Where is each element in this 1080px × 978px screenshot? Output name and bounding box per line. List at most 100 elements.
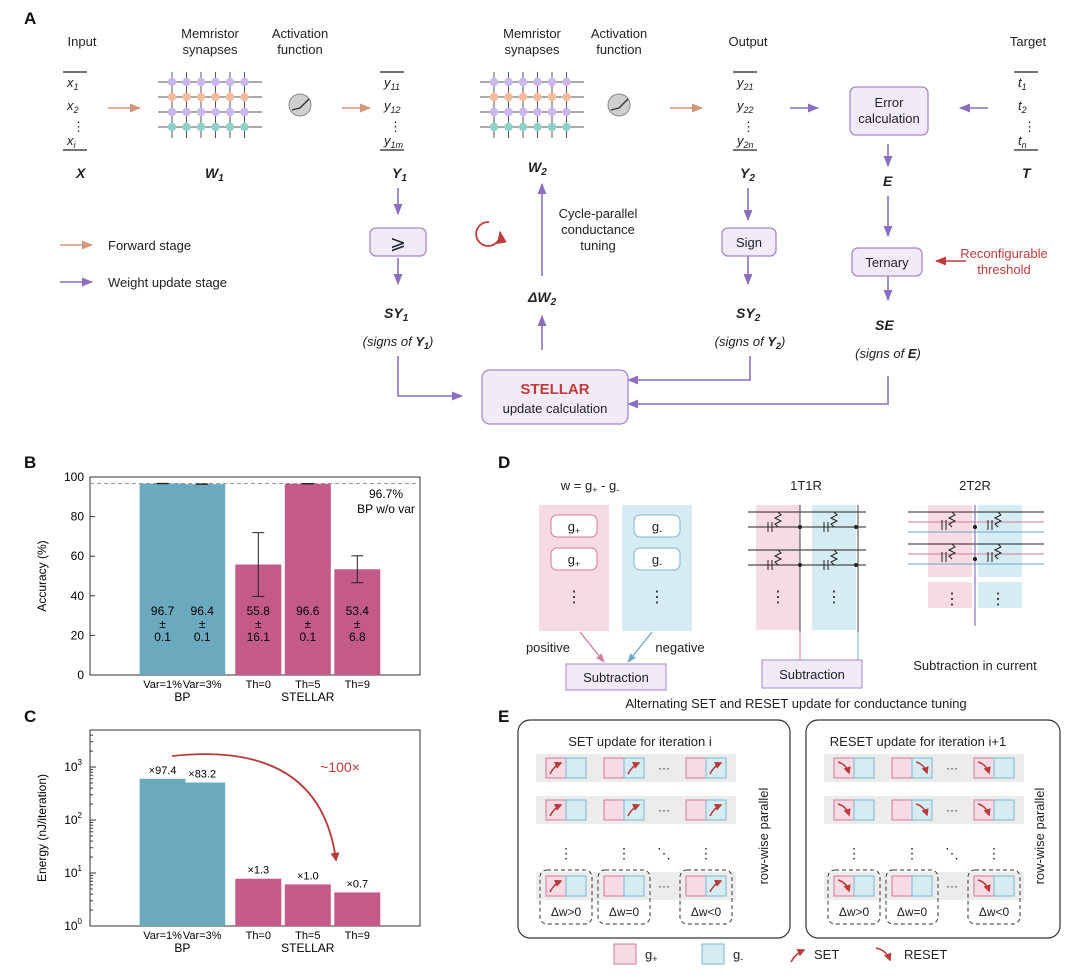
memristor-cell <box>518 107 528 117</box>
resistor-symbol <box>947 543 957 560</box>
memristor-cell <box>167 77 177 87</box>
bar-Var=3% <box>179 484 226 675</box>
y-tick-label: 0 <box>77 668 84 682</box>
reset-update-frame <box>805 719 1061 939</box>
set-arrow-icon <box>709 761 723 775</box>
gm-cell <box>853 799 875 821</box>
activation-1-header-line1: Activation <box>272 26 328 41</box>
reconfigurable-line2: threshold <box>977 262 1030 277</box>
legend-reset-icon <box>875 947 892 962</box>
target-vector-ellipsis: ⋮ <box>1023 119 1036 134</box>
bar-multiplier-label: ×1.3 <box>247 865 269 877</box>
output-vector-ellipsis: ⋮ <box>742 119 755 134</box>
hidden-vector-element: y1m <box>383 133 404 150</box>
dw-group-frame <box>679 869 733 925</box>
sign-box <box>721 227 777 257</box>
positive-column-bg <box>756 505 800 630</box>
reduction-annotation: ~100× <box>320 759 360 775</box>
bar-value-label: ± <box>199 617 206 631</box>
column-ellipsis: ⋮ <box>770 589 786 606</box>
cycle-icon <box>475 221 507 247</box>
hidden-vector-element: y12 <box>383 98 401 115</box>
se-to-stellar-arrow <box>626 376 889 409</box>
bar-Var=1% <box>139 778 186 926</box>
dw2-label: ΔW2 <box>527 289 557 308</box>
horizontal-ellipsis: ··· <box>946 761 958 775</box>
positive-arrow <box>579 631 605 663</box>
synapses-1-header-line2: synapses <box>183 42 238 57</box>
error-calculation-box <box>849 86 929 136</box>
stellar-box <box>481 369 629 425</box>
memristor-cell <box>182 122 191 132</box>
x-category-label: Th=5 <box>295 930 320 942</box>
synapses-2-header-line1: Memristor <box>503 26 561 41</box>
gm-cell <box>565 799 587 821</box>
junction-dot <box>798 563 802 567</box>
y-tick-label: 20 <box>71 628 85 642</box>
hidden-vector-ellipsis: ⋮ <box>389 119 402 134</box>
sy2-description: (signs of Y2) <box>715 334 786 351</box>
panel-e-set-reset: Alternating SET and RESET update for con… <box>517 696 1061 965</box>
gp-cell <box>603 757 625 779</box>
input-header: Input <box>68 34 97 49</box>
legend-gp-swatch <box>613 943 637 965</box>
sign-box-label: Sign <box>736 235 762 250</box>
panel-a-network-diagram: Input Memristor synapses Activation func… <box>60 26 1048 425</box>
memristor-cell <box>504 77 513 87</box>
sy1-label: SY1 <box>384 305 409 324</box>
dw-group-frame <box>967 869 1021 925</box>
y-tick-label: 103 <box>64 758 82 774</box>
legend-reset-label: RESET <box>904 947 947 962</box>
cycle-text-line3: tuning <box>580 238 615 253</box>
bar-value-label: 0.1 <box>154 630 171 644</box>
legend-update-label: Weight update stage <box>108 275 227 290</box>
set-update-frame <box>517 719 791 939</box>
t-label: T <box>1022 165 1032 181</box>
panel-label-a: A <box>24 9 36 28</box>
target-header: Target <box>1010 34 1047 49</box>
bar-value-label: 0.1 <box>299 630 316 644</box>
synapses-1-header-line1: Memristor <box>181 26 239 41</box>
resistor-symbol <box>773 549 783 566</box>
positive-ellipsis: ⋮ <box>566 589 582 606</box>
memristor-cell <box>225 107 235 117</box>
x-category-label: Var=1% <box>143 679 182 691</box>
panel-label-e: E <box>498 707 509 726</box>
gp-cell <box>685 799 707 821</box>
gm-cell <box>911 757 933 779</box>
input-vector-element: xi <box>66 133 77 150</box>
output-header: Output <box>728 34 767 49</box>
set-arrow-icon <box>627 803 641 817</box>
reference-label-1: 96.7% <box>369 487 403 501</box>
memristor-cell <box>196 77 206 87</box>
activation-2-icon <box>607 93 631 117</box>
junction-dot <box>973 525 977 529</box>
gm-cell <box>705 875 727 897</box>
bar-Var=3% <box>179 782 226 926</box>
gm-cell-2-label: g- <box>652 552 662 569</box>
bar-Th=9 <box>334 892 381 926</box>
activation-1-icon <box>288 93 312 117</box>
memristor-crossbar-w2 <box>480 72 584 138</box>
column-ellipsis: ⋮ <box>826 589 842 606</box>
bar-value-label: ± <box>255 617 262 631</box>
reset-arrow-icon <box>977 879 991 893</box>
memristor-cell <box>547 122 557 132</box>
legend-gm-swatch <box>701 943 725 965</box>
reset-arrow-icon <box>837 761 851 775</box>
junction-dot <box>854 563 858 567</box>
y-tick-label: 40 <box>71 589 85 603</box>
memristor-cell <box>225 92 235 102</box>
memristor-cell <box>182 92 191 102</box>
y-tick-label: 100 <box>64 470 84 484</box>
set-arrow-icon <box>627 761 641 775</box>
subtraction-in-current-label: Subtraction in current <box>913 658 1037 673</box>
gp-cell <box>603 799 625 821</box>
legend-gm-label: g- <box>733 947 743 964</box>
dw-group-frame <box>885 869 939 925</box>
x-category-label: Th=9 <box>345 930 370 942</box>
gm-cell-1 <box>633 514 681 538</box>
panel-e-title: Alternating SET and RESET update for con… <box>625 696 966 711</box>
